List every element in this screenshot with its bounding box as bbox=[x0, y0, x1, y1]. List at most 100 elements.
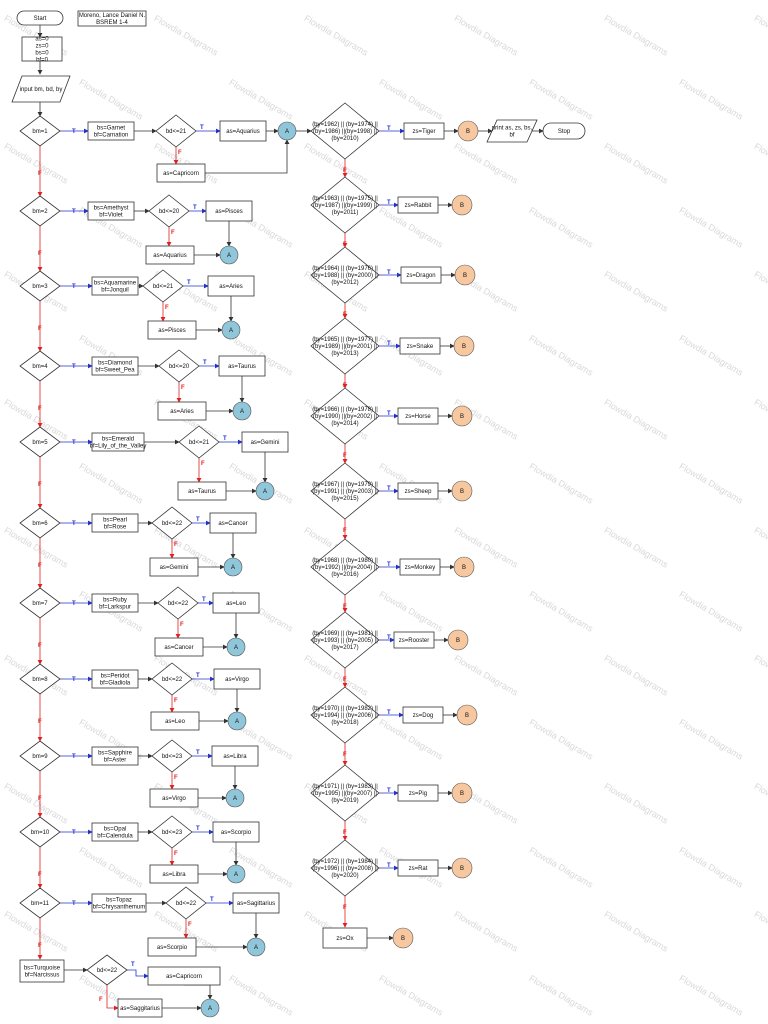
year-decision-6-text: (by=2015) bbox=[331, 496, 358, 502]
birthstone-flower-5-box bbox=[91, 432, 145, 452]
false-label: F bbox=[38, 943, 42, 949]
true-label: T bbox=[72, 677, 76, 683]
day-decision-1-diamond bbox=[155, 114, 197, 148]
watermark-text: Flowdia Diagrams bbox=[452, 141, 520, 186]
zodiac-result-1-text: zs=Tiger bbox=[413, 129, 436, 135]
watermark-text: Flowdia Diagrams bbox=[602, 653, 670, 698]
sign-false-2-box bbox=[145, 245, 195, 265]
watermark-text: Flowdia Diagrams bbox=[77, 77, 145, 122]
zodiac-result-3-box bbox=[400, 266, 442, 284]
birthstone-flower-7-text: bf=Larkspur bbox=[99, 605, 131, 611]
year-decision-11-text: (by=2020) bbox=[331, 873, 358, 879]
sign-false-11-box bbox=[147, 937, 197, 957]
connector-b-7-text: B bbox=[462, 565, 466, 571]
year-decision-4-text: (by=2013) bbox=[331, 351, 358, 357]
watermark-text: Flowdia Diagrams bbox=[527, 845, 595, 890]
edge-true-a-12 bbox=[184, 984, 213, 1000]
false-label: F bbox=[343, 604, 347, 610]
author-note-box bbox=[77, 10, 147, 27]
zodiac-result-4-box bbox=[399, 337, 441, 355]
zodiac-default-box bbox=[322, 927, 368, 949]
watermark-text: Flowdia Diagrams bbox=[752, 525, 768, 570]
watermark-text: Flowdia Diagrams bbox=[752, 653, 768, 698]
month-decision-9-text: bm=9 bbox=[32, 754, 48, 760]
zodiac-result-2-box bbox=[397, 196, 439, 214]
watermark-text: Flowdia Diagrams bbox=[452, 653, 520, 698]
birthstone-flower-7-box bbox=[91, 593, 139, 613]
connector-a-5 bbox=[255, 481, 275, 501]
false-label: F bbox=[178, 150, 182, 156]
true-label: T bbox=[72, 830, 76, 836]
false-label: F bbox=[343, 312, 347, 318]
true-label: T bbox=[196, 517, 200, 523]
day-decision-12-diamond bbox=[86, 954, 128, 986]
init-box-text: bf=0 bbox=[36, 58, 49, 64]
connector-a-8-text: A bbox=[235, 719, 239, 725]
connector-a-9 bbox=[225, 788, 245, 808]
year-decision-1-text: (by=1986) ||(by=1998) || bbox=[313, 129, 377, 135]
init-box-box bbox=[21, 36, 63, 62]
false-label: F bbox=[38, 872, 42, 878]
false-label: F bbox=[171, 230, 175, 236]
sign-false-12-box bbox=[117, 998, 163, 1018]
watermark-text: Flowdia Diagrams bbox=[302, 13, 370, 58]
sign-true-4-box bbox=[218, 355, 266, 377]
true-label: T bbox=[387, 788, 391, 794]
month-decision-7-text: bm=7 bbox=[32, 601, 48, 607]
false-label: F bbox=[38, 563, 42, 569]
true-label: T bbox=[387, 200, 391, 206]
false-label: F bbox=[181, 385, 185, 391]
birthstone-flower-3-text: bf=Jonquil bbox=[101, 288, 129, 294]
birthstone-flower-12-text: bs=Turquoise bbox=[24, 966, 61, 972]
year-decision-7-text: (by=1992) ||(by=2004) || bbox=[313, 565, 377, 571]
sign-false-3-text: as=Pisces bbox=[158, 328, 186, 334]
connector-a-2-text: A bbox=[227, 253, 231, 259]
birthstone-flower-6-text: bf=Rose bbox=[104, 525, 127, 531]
watermark-text: Flowdia Diagrams bbox=[602, 13, 670, 58]
sign-true-5-text: as=Gemini bbox=[251, 440, 280, 446]
birthstone-flower-5-text: bs=Emerald bbox=[102, 437, 134, 443]
watermark-text: Flowdia Diagrams bbox=[377, 973, 445, 1018]
birthstone-flower-1-text: bs=Garnet bbox=[97, 126, 126, 132]
sign-true-8-text: as=Virgo bbox=[225, 677, 249, 683]
day-decision-9-text: bd<=23 bbox=[162, 754, 183, 760]
sign-true-9-text: as=Libra bbox=[223, 754, 247, 760]
connector-a-1 bbox=[277, 121, 297, 141]
watermark-text: Flowdia Diagrams bbox=[527, 717, 595, 762]
year-decision-6-diamond bbox=[310, 462, 380, 520]
watermark-text: Flowdia Diagrams bbox=[752, 909, 768, 954]
month-decision-5-text: bm=5 bbox=[32, 440, 48, 446]
birthstone-flower-6-text: bs=Pearl bbox=[103, 518, 127, 524]
true-label: T bbox=[387, 126, 391, 132]
connector-b-6 bbox=[451, 480, 473, 502]
connector-b-2-text: B bbox=[460, 203, 464, 209]
month-decision-4-text: bm=4 bbox=[32, 364, 48, 370]
true-label: T bbox=[196, 826, 200, 832]
watermark-text: Flowdia Diagrams bbox=[527, 973, 595, 1018]
zodiac-result-6-text: zs=Sheep bbox=[405, 489, 433, 495]
sign-true-4-text: as=Taurus bbox=[228, 364, 256, 370]
output-box-text: print as, zs, bs, bbox=[492, 126, 533, 132]
connector-a-6 bbox=[223, 557, 243, 577]
sign-true-10-text: as=Scorpio bbox=[221, 830, 252, 836]
author-note-text: Moreno, Lance Daniel N. bbox=[79, 13, 146, 19]
zodiac-result-2-text: zs=Rabbit bbox=[405, 203, 432, 209]
true-label: T bbox=[187, 280, 191, 286]
author-note-text: BSREM 1-4 bbox=[96, 20, 128, 26]
year-decision-9-text: (by=1970) || (by=1982) || bbox=[312, 706, 378, 712]
true-label: T bbox=[387, 411, 391, 417]
connector-a-4-text: A bbox=[240, 409, 244, 415]
true-label: T bbox=[387, 863, 391, 869]
zodiac-result-7-box bbox=[399, 558, 441, 576]
edge-day-false-12 bbox=[106, 985, 119, 1011]
zodiac-result-10-box bbox=[397, 784, 439, 802]
year-decision-10-text: (by=2019) bbox=[331, 798, 358, 804]
month-decision-1-text: bm=1 bbox=[32, 129, 48, 135]
watermark-text: Flowdia Diagrams bbox=[677, 77, 745, 122]
connector-b-5-text: B bbox=[460, 414, 464, 420]
zodiac-result-7-text: zs=Monkey bbox=[405, 565, 436, 571]
year-decision-10-text: (by=1971) || (by=1983) || bbox=[312, 784, 378, 790]
start-terminal-text: Start bbox=[34, 16, 47, 22]
month-decision-8-diamond bbox=[19, 663, 61, 695]
false-label: F bbox=[38, 406, 42, 412]
